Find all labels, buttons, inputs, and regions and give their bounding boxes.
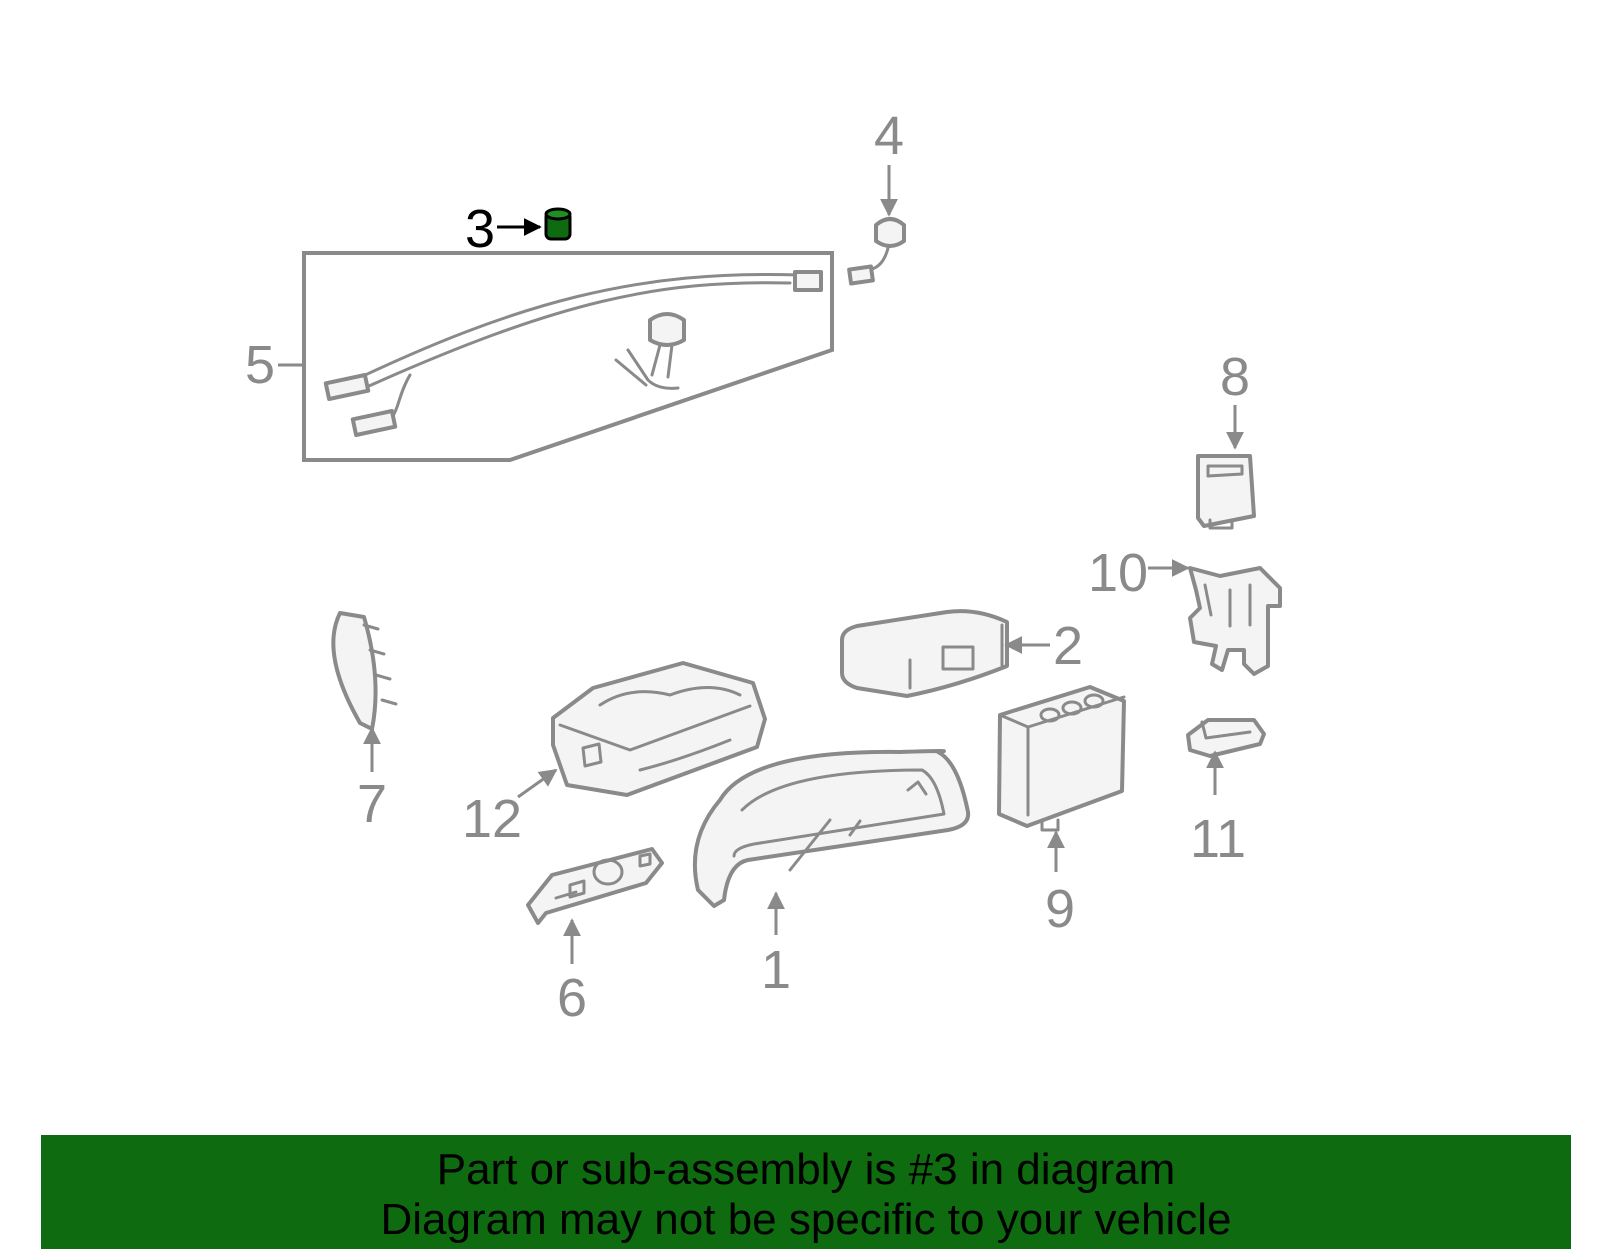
part-7-trim[interactable] — [331, 611, 398, 731]
info-banner: Part or sub-assembly is #3 in diagram Di… — [41, 1135, 1571, 1249]
part-3-clip[interactable] — [544, 207, 572, 241]
banner-line-1: Part or sub-assembly is #3 in diagram — [436, 1145, 1176, 1194]
callout-8: 8 — [1220, 347, 1250, 407]
part-9-fusebox[interactable] — [997, 685, 1126, 832]
callout-5: 5 — [245, 335, 275, 395]
callout-7: 7 — [357, 774, 387, 834]
part-11-switch[interactable] — [1186, 718, 1266, 758]
banner-line-2: Diagram may not be specific to your vehi… — [380, 1195, 1232, 1244]
part-2-module[interactable] — [840, 609, 1009, 698]
part-5-harness[interactable] — [302, 251, 834, 462]
callout-10: 10 — [1088, 543, 1148, 603]
callout-12: 12 — [462, 789, 522, 849]
leader-12 — [517, 768, 558, 799]
callout-6: 6 — [557, 968, 587, 1028]
callout-4: 4 — [874, 106, 904, 166]
part-6-switchpanel[interactable] — [526, 847, 664, 925]
callout-1: 1 — [761, 940, 791, 1000]
part-12-module[interactable] — [551, 661, 767, 797]
callout-11: 11 — [1190, 809, 1246, 869]
part-8-relay[interactable] — [1196, 454, 1256, 530]
part-4-socket[interactable] — [847, 217, 906, 286]
callout-9: 9 — [1045, 879, 1075, 939]
callout-2: 2 — [1053, 616, 1083, 676]
callout-3: 3 — [465, 199, 495, 259]
part-10-bracket[interactable] — [1188, 566, 1282, 676]
part-1-cluster[interactable] — [692, 749, 971, 908]
